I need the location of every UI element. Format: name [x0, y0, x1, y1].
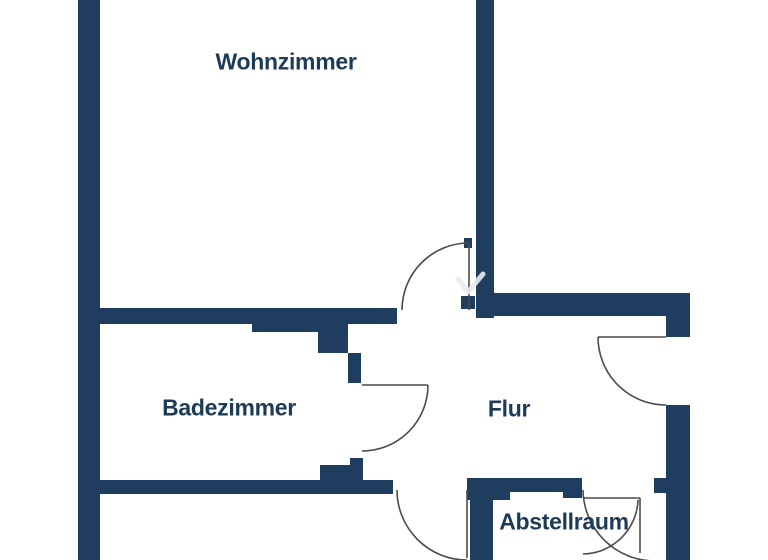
wall-badezimmer-jamb-b: [350, 458, 363, 482]
wall-badezimmer-right: [348, 353, 361, 383]
wall-badezimmer-jamb-a: [320, 465, 350, 482]
doorstop-bottom: [461, 296, 475, 309]
doorstop-top: [464, 238, 472, 248]
room-label-flur: Flur: [487, 395, 531, 422]
room-label-badezimmer: Badezimmer: [162, 394, 296, 421]
wall-mid-vertical: [476, 0, 494, 318]
wall-left-outer: [78, 0, 100, 560]
wall-badezimmer-top: [100, 308, 397, 324]
wall-right-lower: [666, 405, 690, 560]
door-wohnzimmer-flur-door-arc: [401, 242, 470, 311]
wall-right-upper: [666, 316, 690, 337]
wall-badezimmer-top-step: [252, 324, 318, 332]
wall-abstellraum-left: [470, 498, 493, 560]
wall-abstellraum-top-thick: [467, 492, 510, 500]
door-flur-rightroom-door-arc: [597, 336, 667, 406]
door-badezimmer-flur-door-arc: [361, 384, 429, 452]
room-label-wohnzimmer: Wohnzimmer: [215, 48, 357, 75]
wall-abstellraum-jamb: [563, 490, 582, 498]
wall-rightroom-bottom: [494, 293, 690, 316]
door-flur-south-room-door-arc: [396, 489, 468, 560]
wall-right-jamb: [654, 478, 666, 493]
room-label-abstellraum: Abstellraum: [499, 508, 629, 535]
wall-badezimmer-top-jamb: [318, 324, 348, 353]
wall-abstellraum-top: [467, 478, 582, 492]
wall-badezimmer-bottom: [100, 480, 393, 494]
